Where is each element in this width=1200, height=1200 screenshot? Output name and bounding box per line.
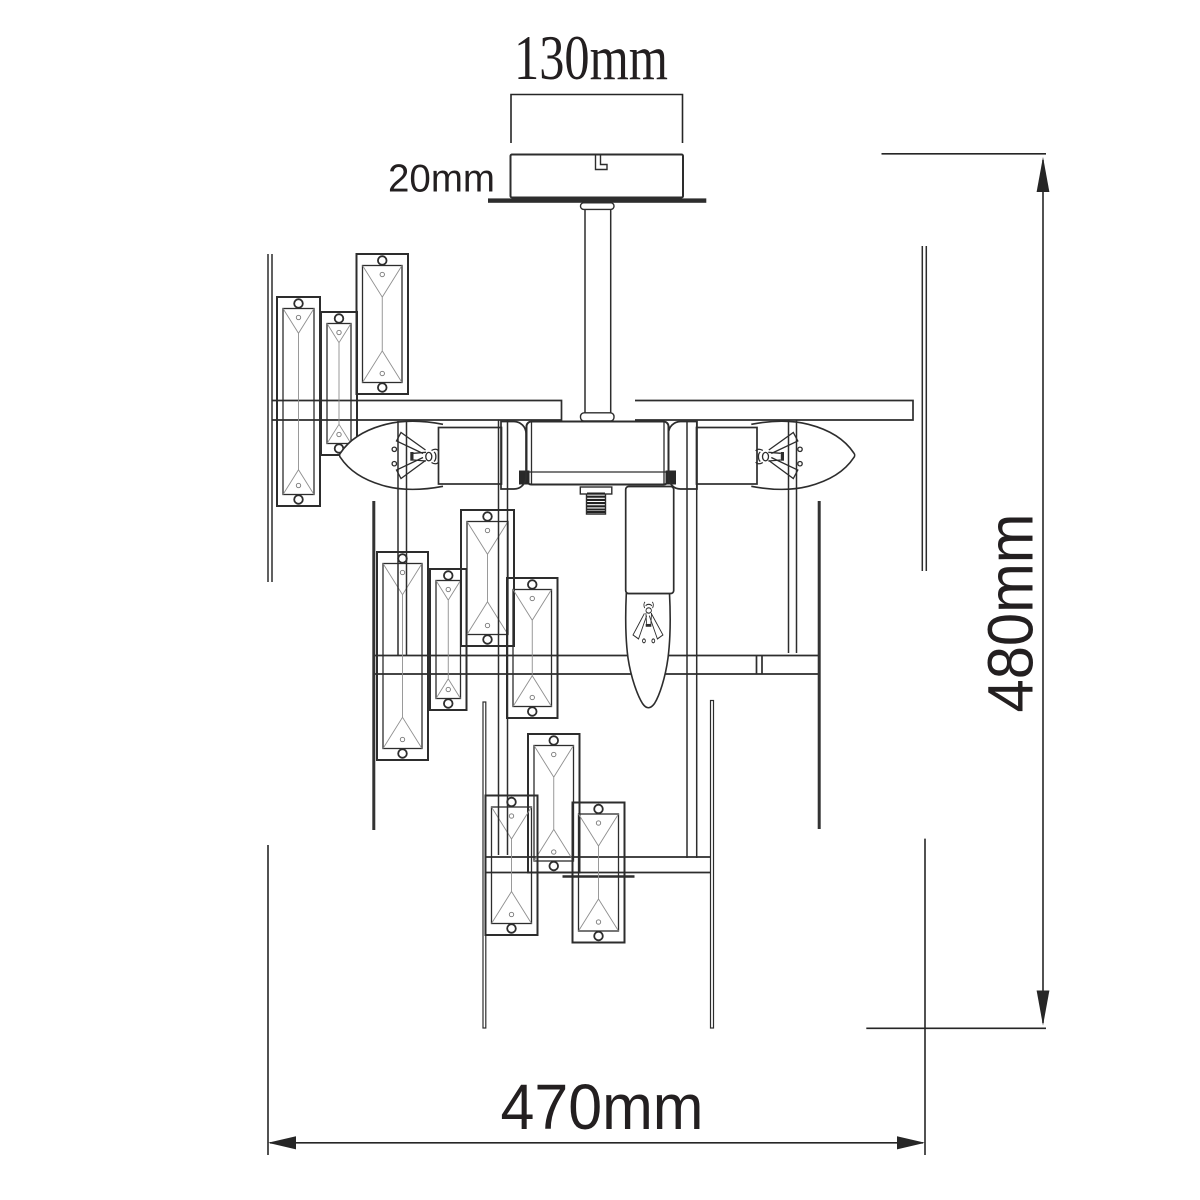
svg-text:470mm: 470mm bbox=[501, 1071, 704, 1143]
svg-text:130mm: 130mm bbox=[514, 22, 668, 93]
svg-text:480mm: 480mm bbox=[975, 514, 1047, 713]
svg-text:20mm: 20mm bbox=[388, 158, 495, 201]
